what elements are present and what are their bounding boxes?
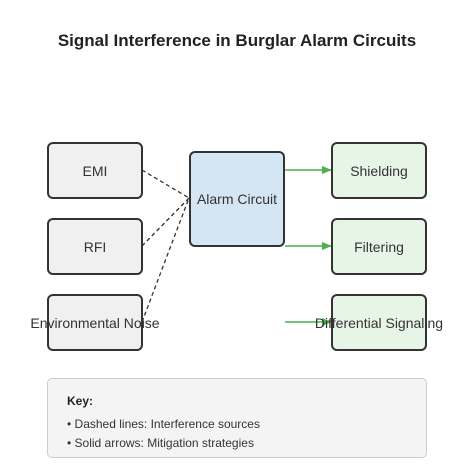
key-item-solid-arrows: • Solid arrows: Mitigation strategies	[67, 436, 254, 450]
node-emi-label: EMI	[82, 162, 108, 179]
node-shielding-label: Shielding	[350, 162, 408, 179]
node-differential-signaling-label: Differential Signaling	[314, 314, 444, 331]
node-alarm-circuit-label: Alarm Circuit	[196, 191, 278, 207]
dashed-line-rfi	[141, 197, 190, 247]
dashed-line-emi	[141, 169, 190, 199]
node-filtering-label: Filtering	[354, 238, 404, 255]
node-rfi: RFI	[47, 218, 143, 275]
node-differential-signaling: Differential Signaling	[315, 294, 443, 351]
node-environmental-noise: Environmental Noise	[30, 294, 160, 351]
node-environmental-noise-label: Environmental Noise	[30, 314, 160, 331]
node-rfi-label: RFI	[83, 238, 107, 255]
key-legend: Key: • Dashed lines: Interference source…	[47, 378, 427, 458]
node-shielding: Shielding	[331, 142, 427, 199]
node-emi: EMI	[47, 142, 143, 199]
node-filtering: Filtering	[331, 218, 427, 275]
key-title: Key:	[67, 394, 94, 408]
diagram-title: Signal Interference in Burglar Alarm Cir…	[57, 31, 417, 50]
dashed-line-environmental-noise	[141, 197, 190, 323]
key-item-dashed-lines: • Dashed lines: Interference sources	[67, 417, 260, 431]
node-alarm-circuit: Alarm Circuit	[189, 151, 285, 247]
